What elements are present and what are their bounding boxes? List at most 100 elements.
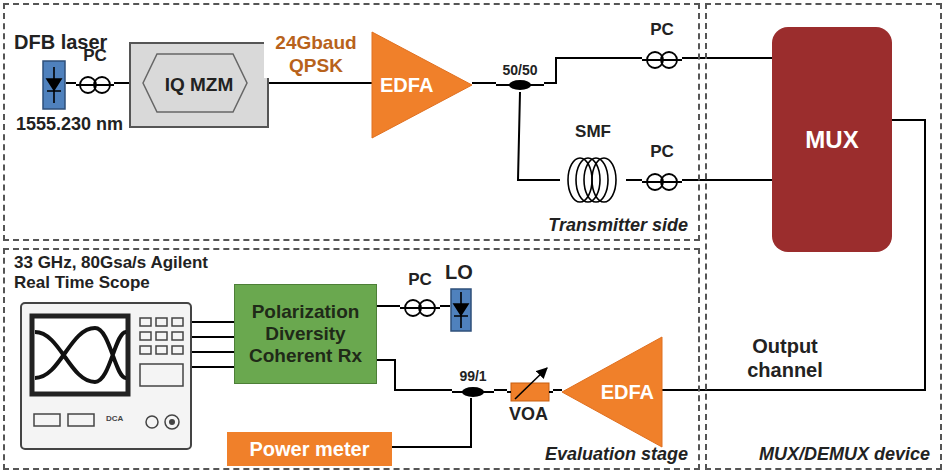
- amplifier-label: EDFA: [601, 381, 654, 404]
- receiver-box: Polarization Diversity Coherent Rx: [234, 284, 377, 384]
- drawing-part: [43, 61, 65, 109]
- pc-label: PC: [642, 142, 682, 162]
- fiber-connector: [626, 179, 642, 181]
- polarization-controller: PC: [76, 46, 114, 96]
- fiber-coupler: 99/1: [452, 368, 494, 398]
- drawing-part: [156, 318, 167, 326]
- drawing-part: [496, 84, 544, 86]
- mux-box: MUX: [772, 27, 892, 252]
- coupler-ratio: 99/1: [452, 368, 494, 384]
- drawing-part: [400, 307, 440, 309]
- pc-label: PC: [76, 46, 114, 66]
- drawing-part: [140, 364, 183, 386]
- fiber-connector: [269, 82, 372, 84]
- fiber-connector: [682, 179, 772, 181]
- fiber-connector: [472, 82, 496, 84]
- amplifier-label: EDFA: [380, 74, 433, 97]
- attenuator-label: VOA: [509, 404, 548, 425]
- fiber-connector: [494, 389, 507, 391]
- fiber-connector: [544, 58, 642, 83]
- pc-label: PC: [400, 270, 440, 290]
- variable-attenuator: VOA: [507, 382, 553, 426]
- drawing-part: [172, 346, 183, 354]
- region-title: Evaluation stage: [545, 444, 688, 465]
- polarization-controller: PC: [400, 270, 440, 320]
- fiber-connector: [392, 398, 471, 447]
- modulator-box: IQ MZM: [129, 42, 269, 128]
- polarization-controller: PC: [642, 20, 682, 70]
- shape-graphic: [42, 60, 66, 110]
- drawing-part: [507, 391, 511, 393]
- fiber-connector: [553, 389, 562, 391]
- drawing-part: [515, 368, 547, 399]
- drawing-part: [146, 416, 158, 428]
- laser-name: LO: [445, 261, 473, 284]
- box-label: MUX: [805, 126, 858, 154]
- fiber-connector: [377, 360, 452, 390]
- laser-source: LO: [450, 288, 472, 332]
- fiber-spool: SMF: [560, 122, 626, 210]
- laser-source: DFB laser1555.230 nm: [42, 60, 66, 110]
- drawing-part: [592, 158, 616, 202]
- drawing-part: [642, 59, 682, 61]
- fiber-coupler: 50/50: [496, 62, 544, 92]
- drawing-part: [143, 54, 247, 112]
- drawing-part: [661, 52, 677, 68]
- dashed-region: Evaluation stage 33 GHz, 80Gsa/s Agilent …: [3, 248, 700, 470]
- power-meter-box: Power meter: [227, 432, 392, 466]
- amplifier-triangle: EDFA: [562, 337, 662, 447]
- pc-label: PC: [642, 20, 682, 40]
- drawing-part: [94, 77, 110, 93]
- drawing-part: [452, 391, 494, 393]
- drawing-part: [372, 32, 472, 138]
- drawing-part: [419, 300, 435, 316]
- region-title: MUX/DEMUX device: [759, 444, 930, 465]
- connector-label: Output channel: [726, 334, 844, 382]
- drawing-part: [156, 332, 167, 340]
- fiber-connector: [377, 305, 400, 307]
- drawing-part: [642, 181, 682, 183]
- drawing-part: [156, 346, 167, 354]
- box-label: Polarization Diversity Coherent Rx: [243, 301, 368, 367]
- fiber-connector: [440, 305, 450, 307]
- drawing-part: [76, 84, 114, 86]
- drawing-part: [454, 292, 468, 328]
- drawing-part: [140, 332, 151, 340]
- drawing-part: [172, 318, 183, 326]
- fiber-connector: [682, 57, 772, 59]
- polarization-controller: PC: [642, 142, 682, 192]
- drawing-part: [172, 332, 183, 340]
- fiber-label: SMF: [560, 122, 626, 142]
- oscilloscope: 33 GHz, 80Gsa/s Agilent Real Time ScopeD…: [20, 302, 192, 450]
- dashed-region: MUX/DEMUX device MUX: [705, 3, 942, 470]
- drawing-part: [35, 328, 126, 382]
- drawing-part: [661, 174, 677, 190]
- box-label: Power meter: [249, 438, 369, 461]
- box-label: IQ MZM: [165, 74, 234, 96]
- amplifier-triangle: EDFA: [372, 32, 472, 138]
- drawing-part: [47, 67, 61, 103]
- drawing-part: [169, 419, 175, 425]
- instrument-badge: DCA: [106, 414, 123, 423]
- fiber-connector: [114, 82, 129, 84]
- fiber-connector: [518, 92, 560, 180]
- drawing-part: [451, 289, 471, 331]
- drawing-part: [21, 303, 191, 449]
- fiber-connector: [66, 82, 76, 84]
- coupler-ratio: 50/50: [496, 62, 544, 78]
- shape-graphic: [20, 302, 192, 450]
- shape-graphic: [450, 288, 472, 332]
- drawing-part: [165, 415, 179, 429]
- drawing-part: [32, 316, 128, 394]
- fiber-connector: [192, 322, 234, 367]
- wavelength-label: 1555.230 nm: [16, 114, 123, 135]
- connector-label: 24Gbaud QPSK: [264, 32, 368, 78]
- drawing-part: [549, 391, 553, 393]
- drawing-part: [68, 414, 94, 426]
- drawing-part: [140, 346, 151, 354]
- drawing-part: [562, 337, 662, 447]
- instrument-title: 33 GHz, 80Gsa/s Agilent Real Time Scope: [14, 253, 229, 293]
- drawing-part: [34, 414, 60, 426]
- region-title: Transmitter side: [548, 215, 688, 236]
